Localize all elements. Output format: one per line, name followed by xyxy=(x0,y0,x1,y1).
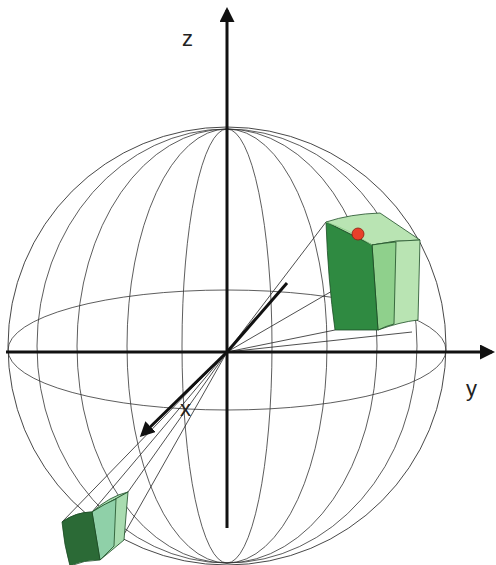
axis-label: y xyxy=(466,378,477,400)
detector-lower xyxy=(62,492,128,565)
z-axis xyxy=(226,10,229,528)
x-axis xyxy=(142,352,227,435)
axis-label: z xyxy=(182,28,193,50)
negative-x-axis xyxy=(227,283,287,352)
hit-dot xyxy=(352,228,364,240)
cone-lines xyxy=(62,222,420,545)
detector-upper xyxy=(326,213,420,330)
axis-label: x xyxy=(180,398,191,420)
y-axis xyxy=(6,351,492,354)
